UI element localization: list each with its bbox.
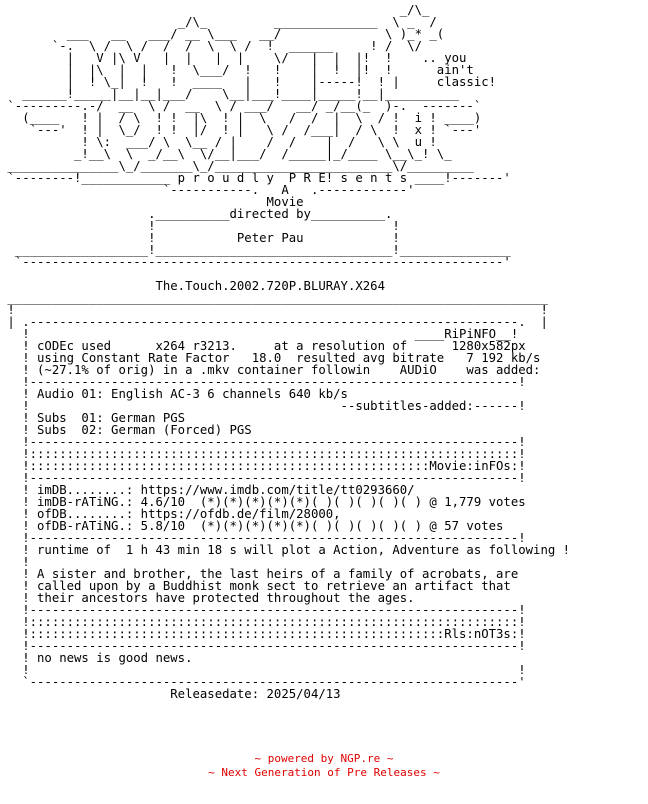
footer-tagline: ~ Next Generation of Pre Releases ~: [208, 766, 440, 779]
footer-powered-by: ~ powered by NGP.re ~: [254, 752, 394, 765]
nfo-ascii-text: _/\_ _/\_ ______________ \ _ / ___ __ __…: [7, 3, 571, 701]
